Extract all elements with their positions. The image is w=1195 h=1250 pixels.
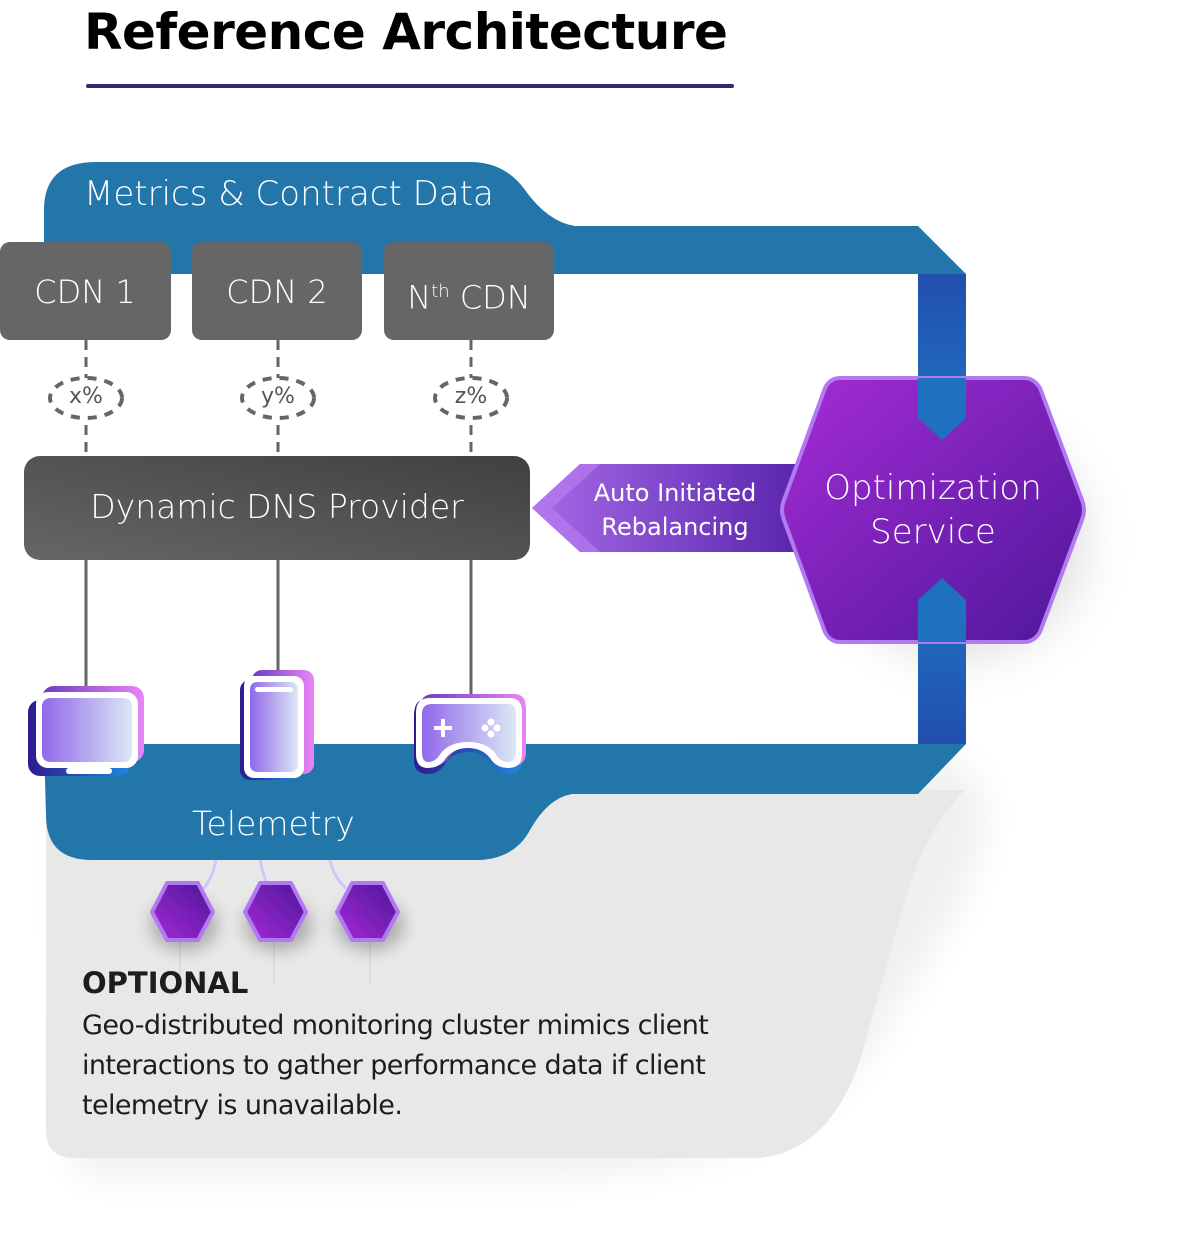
telemetry-band-label: Telemetry (192, 804, 355, 843)
cdn-1-share: x% (69, 384, 103, 409)
optimization-hexagon (780, 376, 1086, 644)
rebalancing-line-2: Rebalancing (601, 513, 749, 541)
dns-provider-box (24, 456, 530, 560)
optimization-service-label: Optimization Service (800, 466, 1066, 554)
cdn-n-sup: th (431, 281, 450, 302)
phone-icon (240, 670, 314, 780)
cdn-3-share: z% (454, 384, 488, 409)
optional-description: Geo-distributed monitoring cluster mimic… (82, 1010, 709, 1121)
dns-device-links (84, 558, 473, 700)
cdn-n-suffix: CDN (449, 278, 531, 317)
cdn-box-2 (192, 242, 362, 340)
tv-icon (28, 686, 144, 776)
cdn-2-share: y% (261, 384, 295, 409)
page-title: Reference Architecture (84, 3, 728, 61)
monitoring-node-3 (335, 881, 400, 942)
gamepad-icon (414, 694, 526, 774)
monitoring-node-2 (243, 881, 308, 942)
cdn-box-1 (0, 242, 171, 340)
metrics-band-label: Metrics & Contract Data (84, 174, 494, 214)
rebalancing-line-1: Auto Initiated (593, 479, 757, 507)
cdn-2-label: CDN 2 (226, 273, 328, 311)
rebalancing-arrow (532, 464, 820, 552)
monitoring-node-1 (150, 881, 215, 942)
cdn-1-label: CDN 1 (34, 273, 136, 311)
optional-heading: OPTIONAL (82, 966, 249, 1000)
optimization-line-2: Service (870, 512, 996, 552)
cdn-box-3 (384, 242, 554, 340)
cdn-n-label: Nth CDN (384, 272, 554, 318)
rebalancing-label: Auto Initiated Rebalancing (570, 476, 780, 544)
share-ellipse-1 (48, 376, 124, 420)
cdn-n-prefix: N (407, 278, 432, 317)
dns-provider-label: Dynamic DNS Provider (90, 487, 464, 526)
share-ellipse-2 (240, 376, 316, 420)
share-ellipse-3 (433, 376, 509, 420)
optimization-line-1: Optimization (824, 468, 1042, 508)
title-underline (86, 84, 734, 88)
